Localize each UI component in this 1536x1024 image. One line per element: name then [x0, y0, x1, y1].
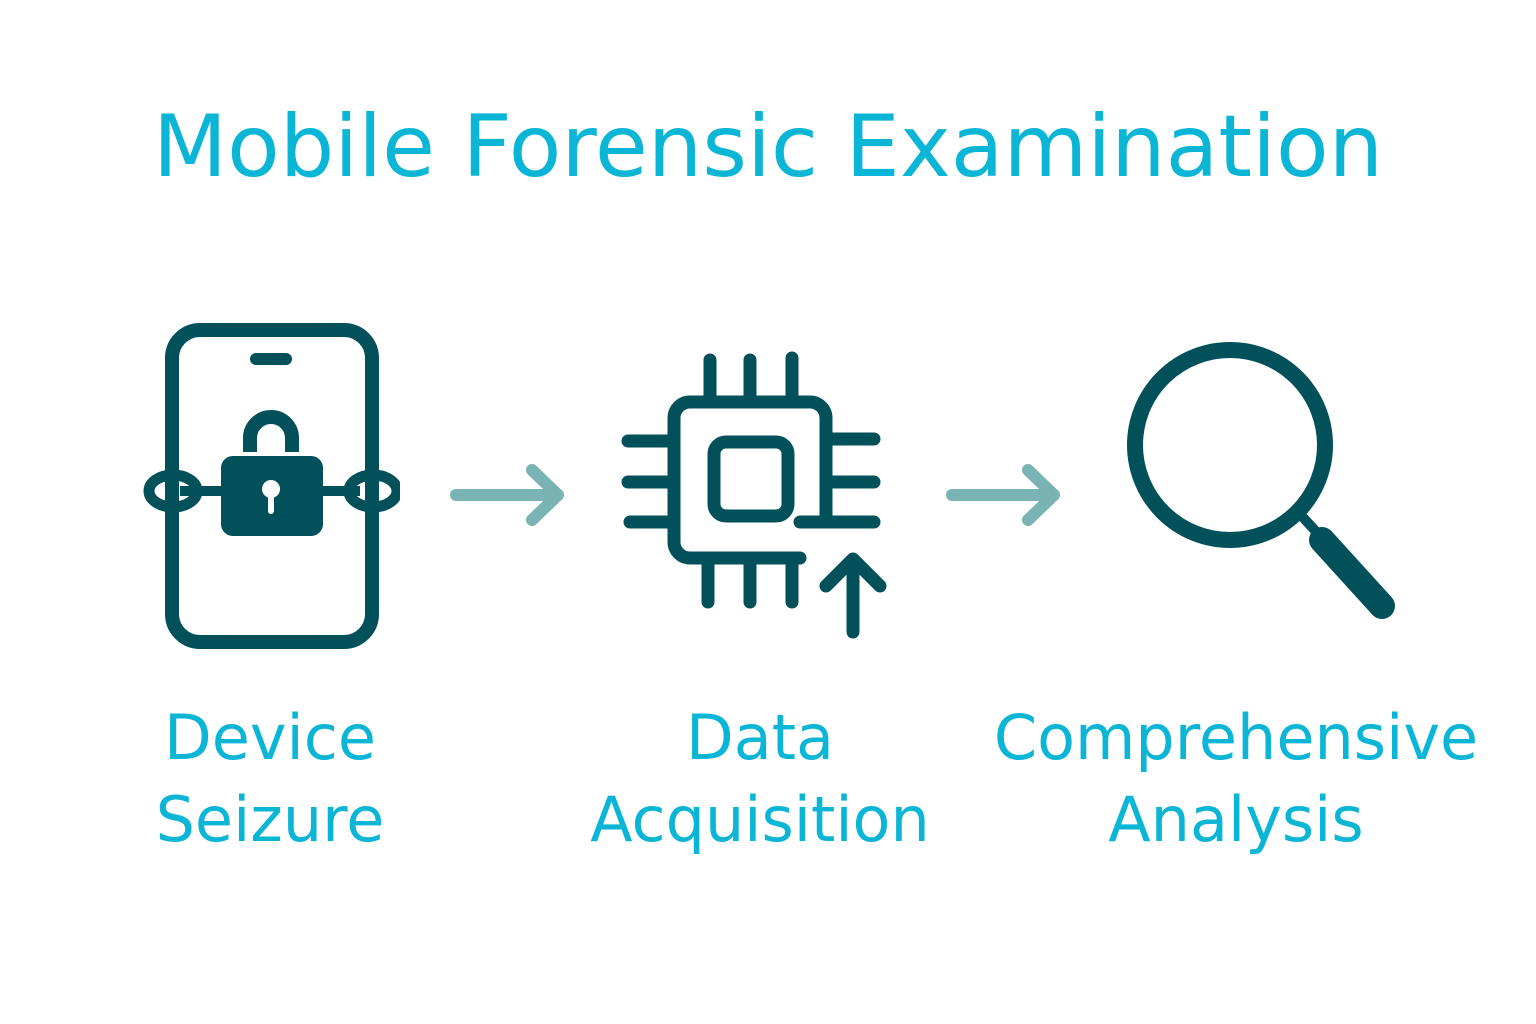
step-label-line1: Comprehensive: [993, 701, 1479, 774]
magnifier-icon: [1110, 340, 1410, 640]
step-label-data-acquisition: Data Acquisition: [560, 697, 960, 861]
step-label-comprehensive-analysis: Comprehensive Analysis: [986, 697, 1486, 861]
step-label-device-seizure: Device Seizure: [120, 697, 420, 861]
arrow-right-icon: [944, 460, 1066, 530]
step-label-line2: Seizure: [155, 783, 385, 856]
step-label-line2: Acquisition: [590, 783, 930, 856]
step-label-line1: Data: [685, 701, 835, 774]
page-title: Mobile Forensic Examination: [152, 97, 1384, 197]
arrow-right-icon: [448, 460, 570, 530]
step-label-line2: Analysis: [1108, 783, 1364, 856]
step-label-line1: Device: [163, 701, 377, 774]
locked-phone-icon: [140, 320, 400, 650]
chip-upload-icon: [600, 340, 900, 650]
